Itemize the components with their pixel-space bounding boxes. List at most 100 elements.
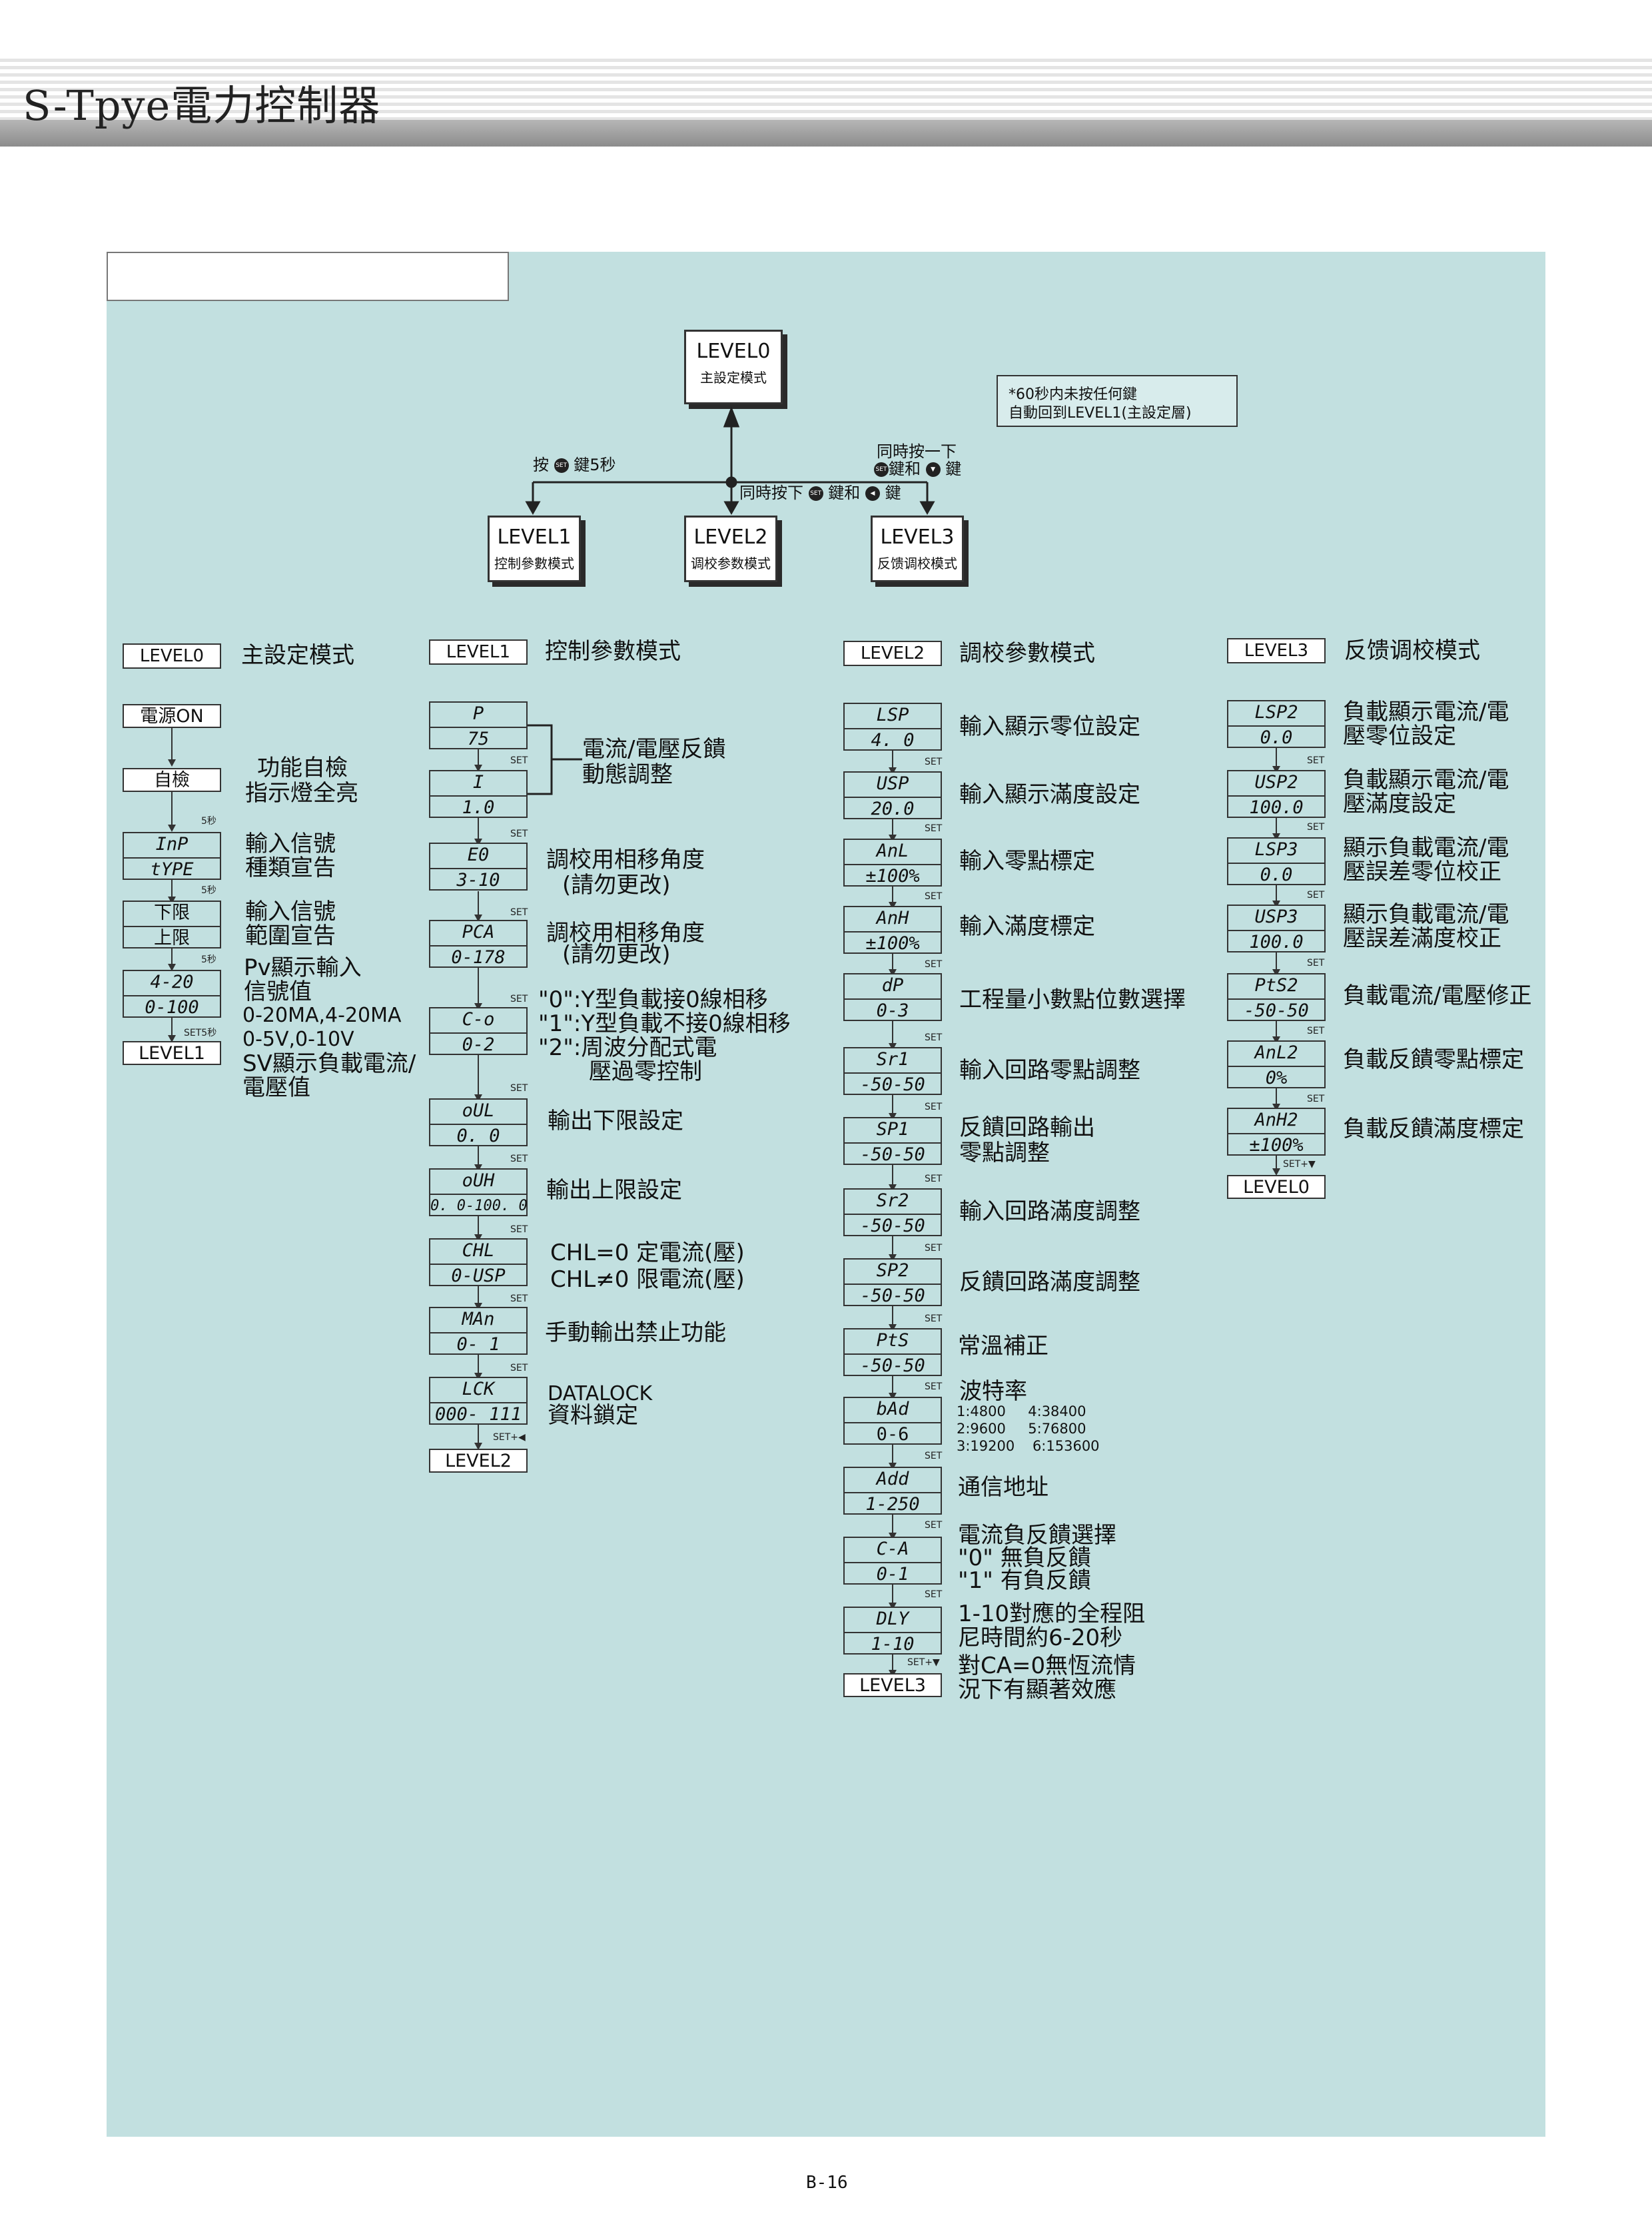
col1-co-text-2: "1":Y型負載不接0線相移 [538,1010,791,1037]
col1-co-text-4: 壓過零控制 [589,1058,702,1085]
col3-lsp3-text-2: 壓誤差零位校正 [1343,859,1501,885]
col2-ca-text-1: 電流負反饋選擇 [958,1522,1116,1549]
page-title: S-Tpye電力控制器 [23,81,381,130]
col3-usp2-text-1: 負載顯示電流/電 [1343,767,1509,793]
col1-co-text-3: "2":周波分配式電 [538,1034,717,1061]
col0-d3-text-4: 0-5V,0-10V [242,1028,354,1051]
col3-lsp2-text-2: 壓零位設定 [1343,723,1456,749]
col1-man-text: 手動輸出禁止功能 [545,1319,726,1346]
panel-tab [107,252,509,301]
col2-dp-text: 工程量小數點位數選擇 [959,986,1186,1013]
col1-e0-text-2: (請勿更改) [562,872,671,899]
col1-end-level2: LEVEL2 [429,1449,528,1473]
col1-oul-text: 輸出下限設定 [548,1108,683,1134]
col0-range-display: 下限上限 [123,901,221,948]
col2-sp2-text: 反饋回路滿度調整 [959,1269,1140,1296]
col2-sr1-text: 輸入回路零點調整 [959,1057,1140,1084]
col2-anl-text: 輸入零點標定 [959,848,1095,875]
col1-title: 控制參數模式 [545,638,681,665]
col2-label: LEVEL2 [843,641,942,666]
col0-d3-text-5: SV顯示負載電流/ [242,1050,416,1077]
col1-pa-text-1: 調校用相移角度 [546,920,705,946]
col3-label: LEVEL3 [1227,638,1326,663]
set-key-icon: SET [808,486,823,501]
col0-d3-text-6: 電壓值 [242,1074,310,1101]
combo-right-label-1: 同時按一下 [877,442,957,461]
col3-anh2-text: 負載反饋滿度標定 [1343,1116,1524,1142]
col0-title: 主設定模式 [241,642,354,669]
col3-usp3-text-1: 顯示負載電流/電 [1343,901,1509,928]
col0-d3-text-3: 0-20MA,4-20MA [242,1004,402,1027]
col2-sp1-text-2: 零點調整 [959,1140,1050,1166]
down-key-icon: ▼ [925,462,941,477]
col0-power-on: 電源ON [123,704,221,728]
col2-dly-text-1: 1-10對應的全程阻 [958,1601,1146,1627]
col0-d2-text-1: 輸入信號 [245,899,336,925]
col0-end-level1: LEVEL1 [123,1041,221,1065]
col2-title: 調校參數模式 [959,640,1095,667]
col0-d1-text-1: 輸入信號 [245,831,336,857]
col1-label: LEVEL1 [429,639,528,665]
col2-pts-display: PtS-50-50 [843,1328,942,1376]
col2-bad-opt-3: 3:19200 6:153600 [957,1438,1100,1454]
col2-sr2-display: Sr2-50-50 [843,1188,942,1236]
col1-lck-text-2: 資料鎖定 [548,1402,638,1429]
combo-left-label: 同時按下 SET 鍵和 ◀ 鍵 [739,484,901,502]
col2-sp2-display: SP2-50-50 [843,1258,942,1306]
col2-add-text: 通信地址 [958,1474,1048,1501]
col3-anl2-text: 負載反饋零點標定 [1343,1046,1524,1073]
col2-usp-text: 輸入顯示滿度設定 [959,781,1140,808]
col1-pi-text-2: 動態調整 [582,761,673,788]
col2-sr1-display: Sr1-50-50 [843,1047,942,1095]
col1-chl-text-2: CHL≠0 限電流(壓) [550,1266,745,1293]
col3-anh2-display: AnH2±100% [1227,1108,1326,1156]
col1-pa-text-2: (請勿更改) [562,941,671,968]
col2-lsp-text: 輸入顯示零位設定 [959,713,1140,740]
col2-dly-text-4: 況下有顯著效應 [958,1676,1116,1703]
set-key-icon: SET [554,458,569,473]
col0-label: LEVEL0 [123,643,221,669]
col0-d3-text-2: 信號值 [244,978,312,1005]
col3-pts2-text: 負載電流/電壓修正 [1343,982,1532,1009]
col2-end-level3: LEVEL3 [843,1673,942,1697]
col0-selftest-text-2: 指示燈全亮 [245,780,358,807]
col3-pts2-display: PtS2-50-50 [1227,973,1326,1021]
col2-bad-opt-1: 1:4800 4:38400 [957,1403,1086,1419]
col3-lsp2-text-1: 負載顯示電流/電 [1343,699,1509,725]
col2-sp1-display: SP1-50-50 [843,1117,942,1165]
col2-ca-text-3: "1" 有負反饋 [958,1567,1091,1594]
col1-e0-text-1: 調校用相移角度 [546,847,705,873]
col2-pts-text: 常溫補正 [958,1333,1048,1359]
col1-co-text-1: "0":Y型負載接0線相移 [538,986,768,1013]
col1-pi-text-1: 電流/電壓反饋 [582,736,726,763]
col0-d3-text-1: Pv顯示輸入 [244,954,362,981]
col0-d2-text-2: 範圍宣告 [245,923,336,949]
col2-anh-text: 輸入滿度標定 [959,913,1095,940]
col2-ca-text-2: "0" 無負反饋 [958,1545,1091,1571]
left-key-icon: ◀ [865,486,880,501]
top-level3-box: LEVEL3 反馈调校模式 [871,516,964,582]
page-number: B-16 [806,2173,848,2193]
set-key-icon: SET [874,462,889,477]
